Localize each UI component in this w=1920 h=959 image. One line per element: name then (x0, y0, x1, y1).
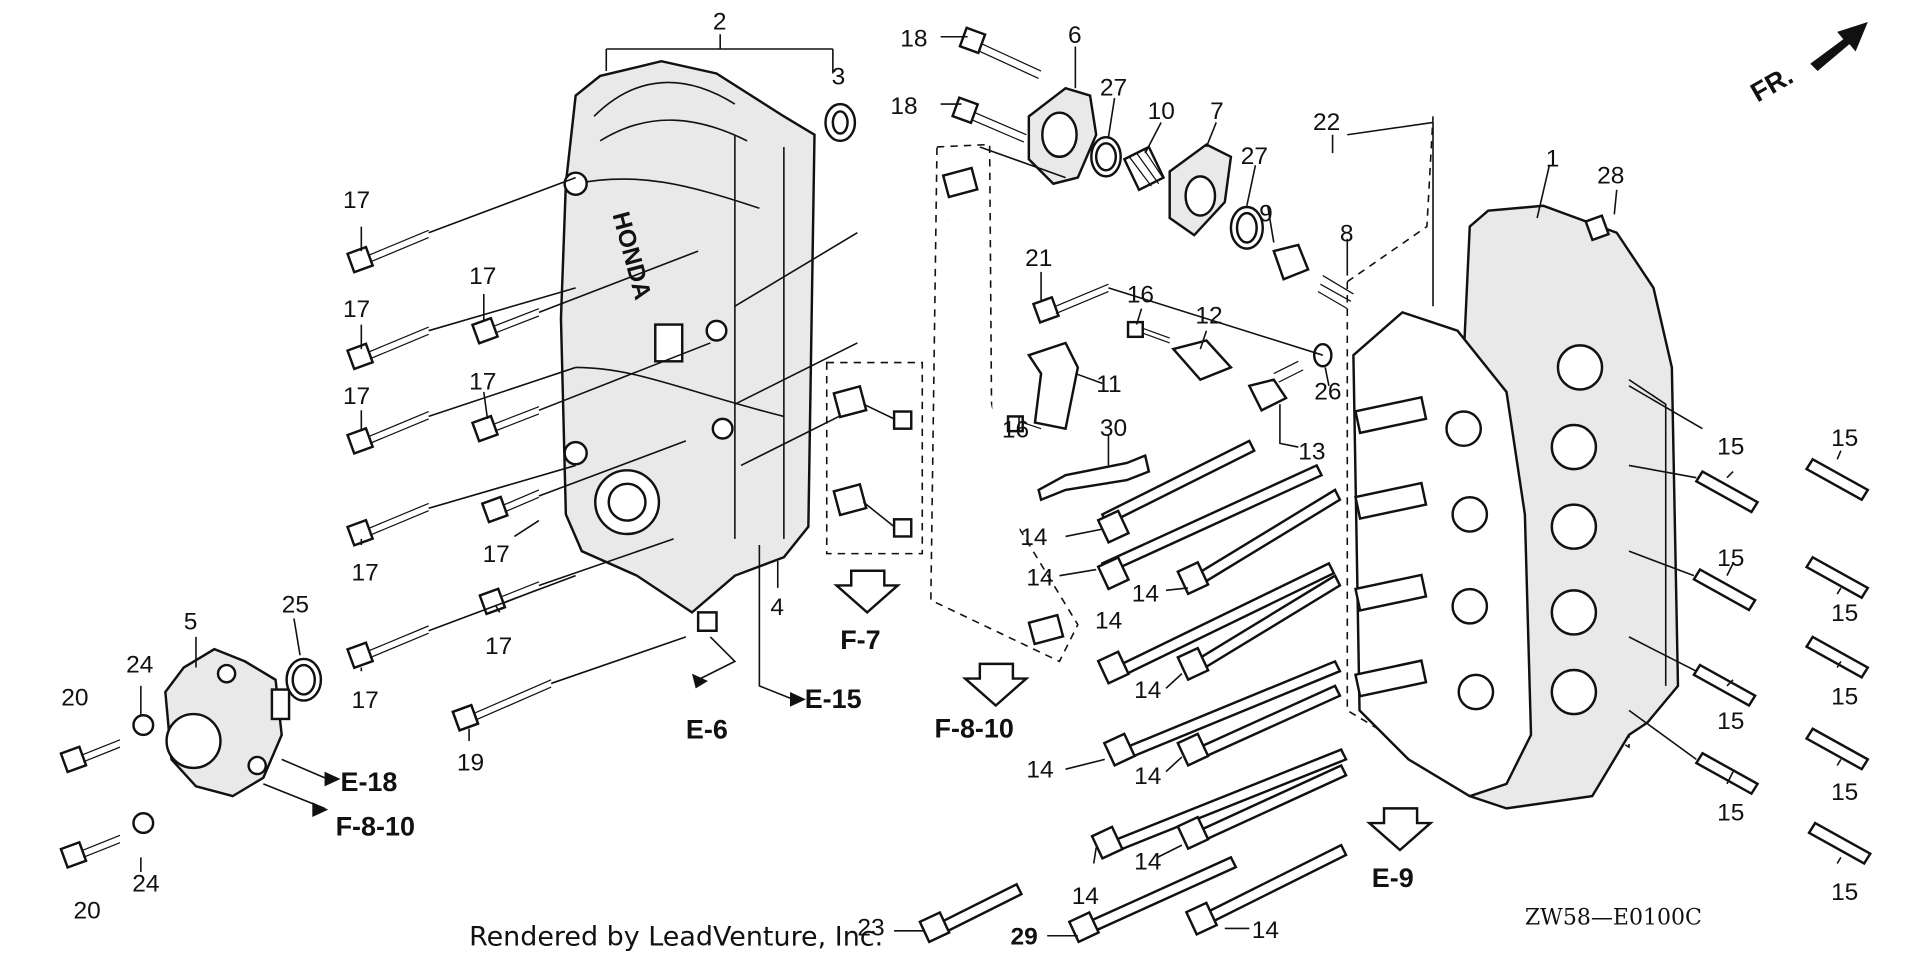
diagram-code: ZW58—E0100C (1525, 906, 1702, 931)
ref-label-e9: E-9 (1372, 863, 1414, 893)
part-label-14h: 14 (1134, 849, 1161, 876)
cover-bolts (345, 176, 864, 732)
part-label-6: 6 (1068, 22, 1082, 49)
part-label-23: 23 (857, 915, 884, 942)
part-label-27b: 27 (1241, 143, 1268, 170)
part-label-17h: 17 (483, 541, 510, 568)
cylinder-head (1346, 116, 1680, 810)
part-label-17b: 17 (343, 296, 370, 323)
part-label-15e: 15 (1717, 708, 1744, 735)
part-label-16a: 16 (1127, 282, 1154, 309)
part-label-3: 3 (832, 64, 846, 91)
part-label-4: 4 (770, 594, 784, 621)
part-label-21: 21 (1025, 245, 1052, 272)
ref-label-f810-center: F-8-10 (935, 713, 1014, 743)
part-label-14f: 14 (1026, 757, 1053, 784)
ref-label-e18: E-18 (340, 767, 397, 797)
part-label-8: 8 (1340, 220, 1354, 247)
part-label-14a: 14 (1020, 524, 1047, 551)
part-label-25: 25 (282, 591, 309, 618)
head-bolts (918, 439, 1348, 944)
ref-label-e6: E-6 (686, 715, 728, 745)
ref-label-f810-left: F-8-10 (336, 811, 415, 841)
cylinder-head-cover: HONDA (559, 59, 816, 632)
front-direction-arrow: FR. (1746, 22, 1868, 108)
center-small-parts (1006, 283, 1333, 502)
part-label-26: 26 (1314, 378, 1341, 405)
part-label-15b: 15 (1831, 425, 1858, 452)
part-label-15i: 15 (1831, 879, 1858, 906)
rendered-by-credit: Rendered by LeadVenture, Inc. (469, 922, 883, 953)
part-label-14d: 14 (1095, 607, 1122, 634)
part-label-17a: 17 (343, 187, 370, 214)
thermostat-assembly (951, 26, 1354, 310)
part-label-17g: 17 (469, 368, 496, 395)
part-label-2: 2 (713, 8, 727, 35)
part-label-29: 29 (1010, 923, 1037, 950)
part-label-7: 7 (1210, 98, 1224, 125)
ref-label-f7: F-7 (840, 625, 880, 655)
part-label-27a: 27 (1100, 75, 1127, 102)
part-label-14e: 14 (1134, 677, 1161, 704)
part-label-24a: 24 (126, 651, 153, 678)
part-label-17d: 17 (352, 560, 379, 587)
fuel-pump (59, 647, 341, 870)
oil-filler-cap (824, 102, 857, 143)
reference-labels: F-7 F-8-10 E-6 E-15 E-18 F-8-10 E-9 (336, 625, 1414, 893)
part-label-14c: 14 (1132, 580, 1159, 607)
reference-arrows (692, 545, 1434, 852)
part-label-14g: 14 (1134, 763, 1161, 790)
part-label-17c: 17 (343, 383, 370, 410)
part-label-9: 9 (1259, 201, 1273, 228)
part-labels: 1 2 3 4 5 6 7 8 9 10 11 12 13 14 14 14 1… (61, 8, 1858, 950)
part-label-30: 30 (1100, 415, 1127, 442)
front-direction-label: FR. (1746, 60, 1799, 108)
part-label-11: 11 (1096, 371, 1121, 398)
part-label-14j: 14 (1252, 917, 1279, 944)
part-label-24b: 24 (132, 871, 159, 898)
part-label-20a: 20 (61, 684, 88, 711)
callout-lines (140, 34, 1842, 937)
part-label-18a: 18 (900, 26, 927, 53)
part-label-16b: 16 (1002, 416, 1029, 443)
part-label-15g: 15 (1831, 779, 1858, 806)
part-label-17e: 17 (352, 687, 379, 714)
part-label-15d: 15 (1831, 600, 1858, 627)
part-label-22: 22 (1313, 109, 1340, 136)
part-label-13: 13 (1298, 438, 1325, 465)
part-label-15f: 15 (1831, 683, 1858, 710)
part-label-17f: 17 (469, 263, 496, 290)
water-hose (930, 143, 1079, 663)
bolt-19 (451, 703, 480, 732)
ref-label-e15: E-15 (805, 684, 862, 714)
part-label-14i: 14 (1072, 883, 1099, 910)
part-label-5: 5 (184, 609, 198, 636)
studs (1628, 385, 1872, 866)
part-label-17i: 17 (485, 633, 512, 660)
part-label-1: 1 (1546, 146, 1560, 173)
part-label-18b: 18 (890, 93, 917, 120)
part-label-15a: 15 (1717, 433, 1744, 460)
part-label-19: 19 (457, 749, 484, 776)
part-label-15c: 15 (1717, 545, 1744, 572)
breather-brackets (825, 361, 924, 555)
part-label-20b: 20 (73, 898, 100, 925)
part-label-10: 10 (1148, 98, 1175, 125)
part-label-28: 28 (1597, 163, 1624, 190)
part-label-15h: 15 (1717, 800, 1744, 827)
part-label-14b: 14 (1026, 564, 1053, 591)
part-label-12: 12 (1195, 302, 1222, 329)
